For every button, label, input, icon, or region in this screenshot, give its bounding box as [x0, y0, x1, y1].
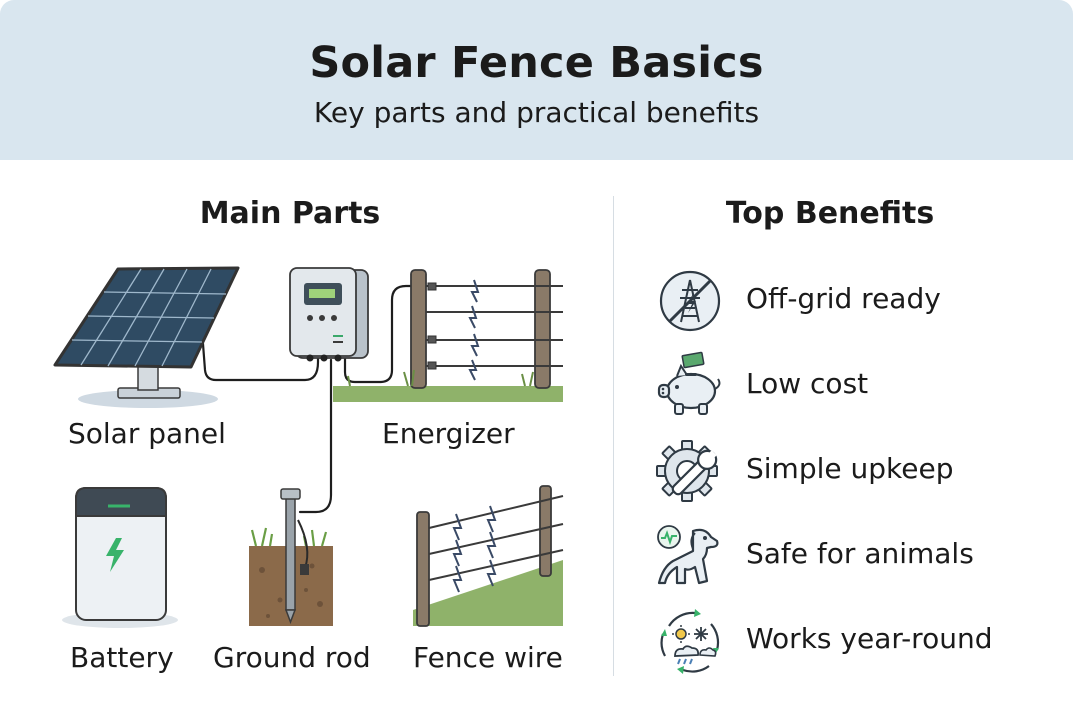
- seasons-cycle-icon: [660, 609, 720, 674]
- benefit-label-low-cost: Low cost: [746, 367, 869, 400]
- part-label-ground-rod: Ground rod: [213, 641, 371, 674]
- gear-wrench-icon: [656, 440, 718, 502]
- page-title: Solar Fence Basics: [309, 38, 764, 88]
- benefit-off-grid: Off-grid ready: [655, 266, 1065, 336]
- benefit-safe-for-animals: Safe for animals: [655, 521, 1065, 591]
- section-title-top-benefits: Top Benefits: [725, 196, 935, 231]
- header-banner: [0, 0, 1073, 160]
- page-subtitle: Key parts and practical benefits: [313, 96, 760, 129]
- benefit-label-simple-upkeep: Simple upkeep: [746, 452, 954, 485]
- part-label-battery: Battery: [70, 641, 174, 674]
- part-label-solar-panel: Solar panel: [68, 417, 226, 450]
- benefit-label-works-year-round: Works year-round: [746, 622, 993, 655]
- section-title-main-parts: Main Parts: [199, 196, 381, 231]
- fence-wire-icon: [413, 485, 564, 627]
- connecting-cables: [198, 284, 420, 514]
- benefit-simple-upkeep: Simple upkeep: [655, 436, 1065, 506]
- energizer-icon: [289, 267, 369, 362]
- piggy-bank-icon: [657, 351, 721, 415]
- column-divider: [613, 196, 614, 676]
- off-grid-icon: [659, 270, 721, 332]
- part-label-fence-wire: Fence wire: [413, 641, 563, 674]
- benefit-label-safe-for-animals: Safe for animals: [746, 537, 974, 570]
- benefit-low-cost: Low cost: [655, 351, 1065, 421]
- benefit-label-off-grid: Off-grid ready: [746, 282, 941, 315]
- battery-icon: [62, 487, 178, 628]
- part-label-energizer: Energizer: [382, 417, 515, 450]
- ground-rod-icon: [249, 488, 333, 626]
- dog-icon: [657, 525, 719, 585]
- fence-section-top: [333, 269, 563, 402]
- benefit-works-year-round: Works year-round: [655, 606, 1065, 676]
- solar-panel-icon: [53, 266, 240, 408]
- parts-illustration: [53, 266, 564, 628]
